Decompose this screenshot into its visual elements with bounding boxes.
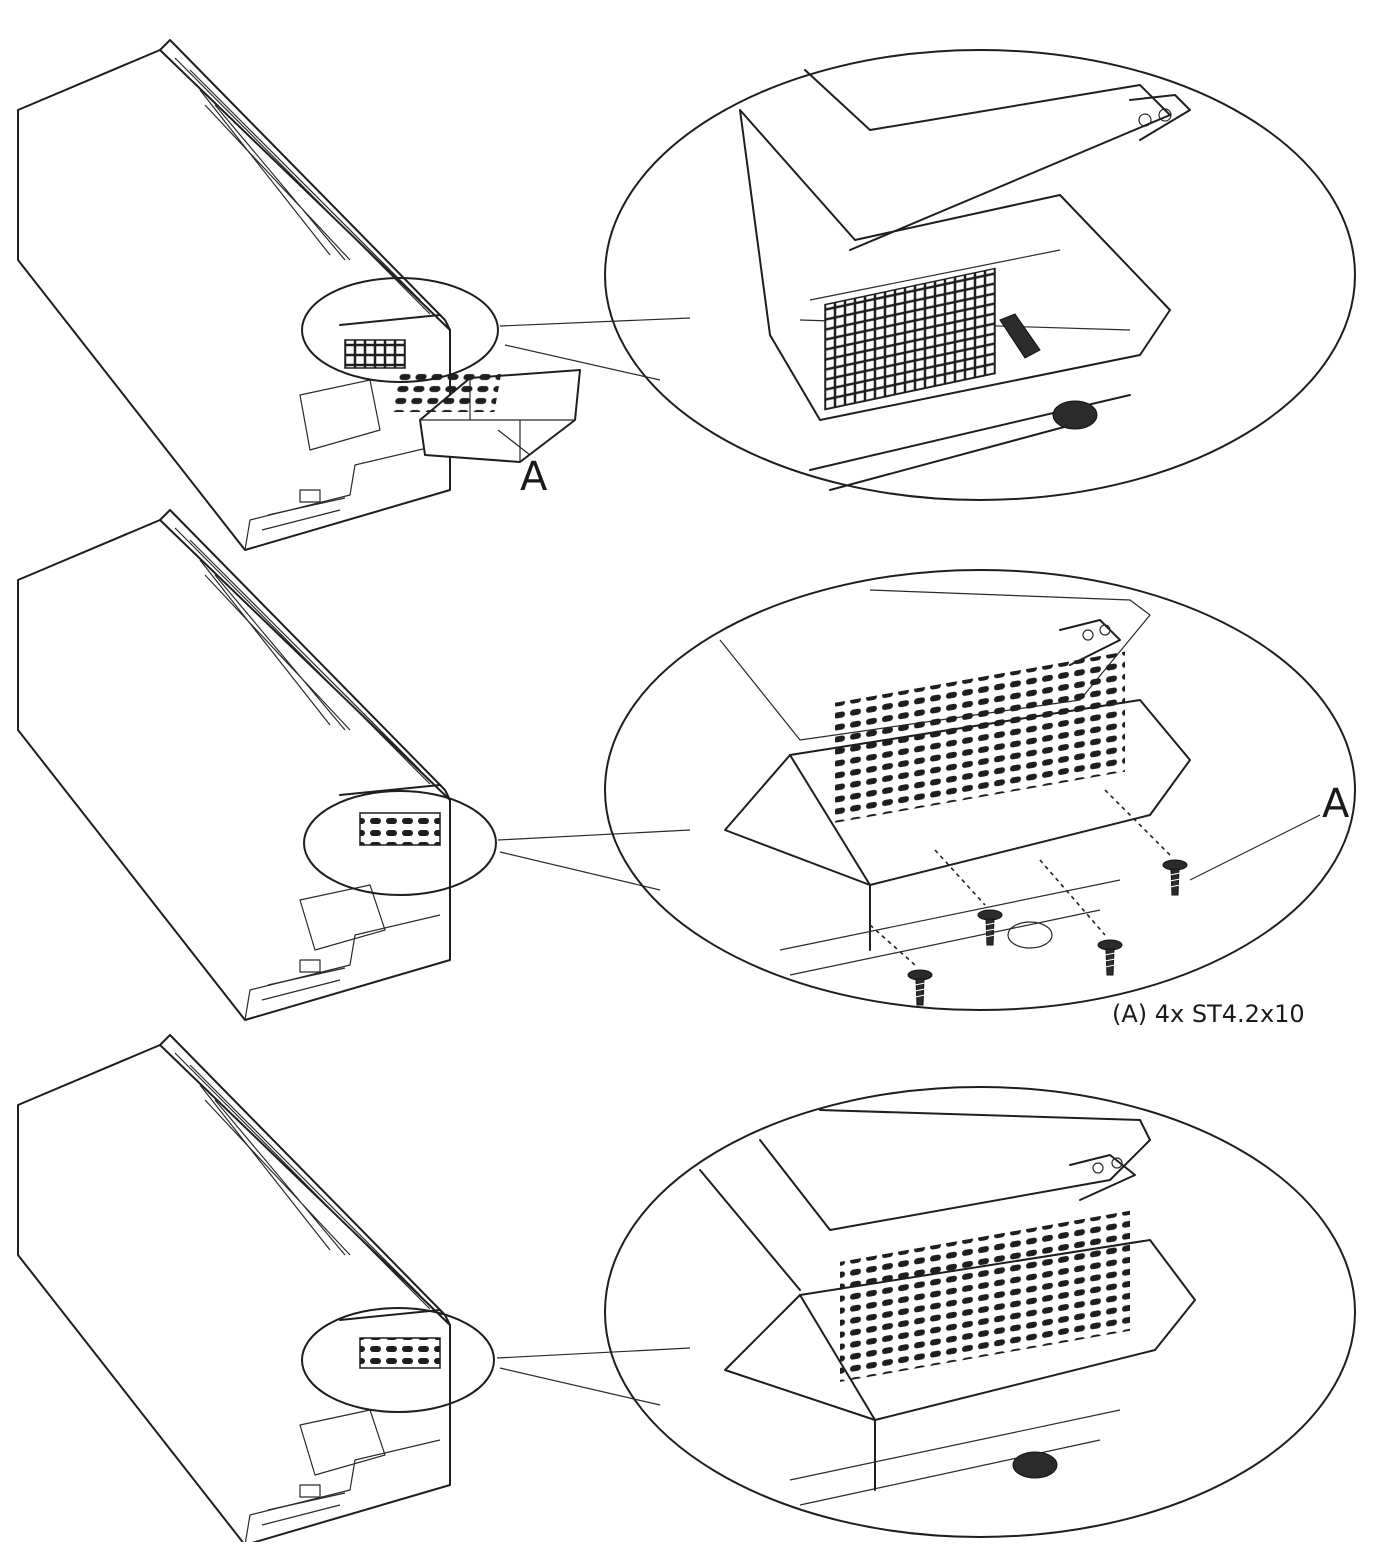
label-part-a-step1: A bbox=[520, 454, 548, 500]
screw-1 bbox=[977, 909, 1003, 946]
callout-leader-step1 bbox=[499, 317, 691, 381]
step-1: A bbox=[17, 39, 1356, 551]
screw-4 bbox=[907, 969, 933, 1006]
step-2: A (A) 4x ST4.2x10 bbox=[17, 509, 1356, 1028]
cabinet-step3 bbox=[17, 1034, 451, 1546]
label-part-a-step2: A bbox=[1322, 781, 1350, 827]
callout-leader-step2 bbox=[497, 829, 691, 891]
detail-view-step1 bbox=[604, 49, 1356, 501]
detail-view-step2 bbox=[604, 569, 1356, 1011]
cabinet-step2 bbox=[17, 509, 451, 1021]
callout-circle-step2 bbox=[303, 790, 497, 896]
detail-view-step3 bbox=[604, 1086, 1356, 1538]
screw-spec-label: (A) 4x ST4.2x10 bbox=[1112, 1000, 1305, 1028]
vent-cover-part-a bbox=[389, 369, 581, 463]
callout-circle-step3 bbox=[301, 1307, 495, 1413]
screws-part-a bbox=[869, 789, 1188, 1006]
cabinet-step1 bbox=[17, 39, 451, 551]
callout-leader-step3 bbox=[496, 1347, 691, 1406]
step-3 bbox=[17, 1034, 1356, 1546]
screw-3 bbox=[1162, 859, 1188, 896]
screw-2 bbox=[1097, 939, 1123, 976]
